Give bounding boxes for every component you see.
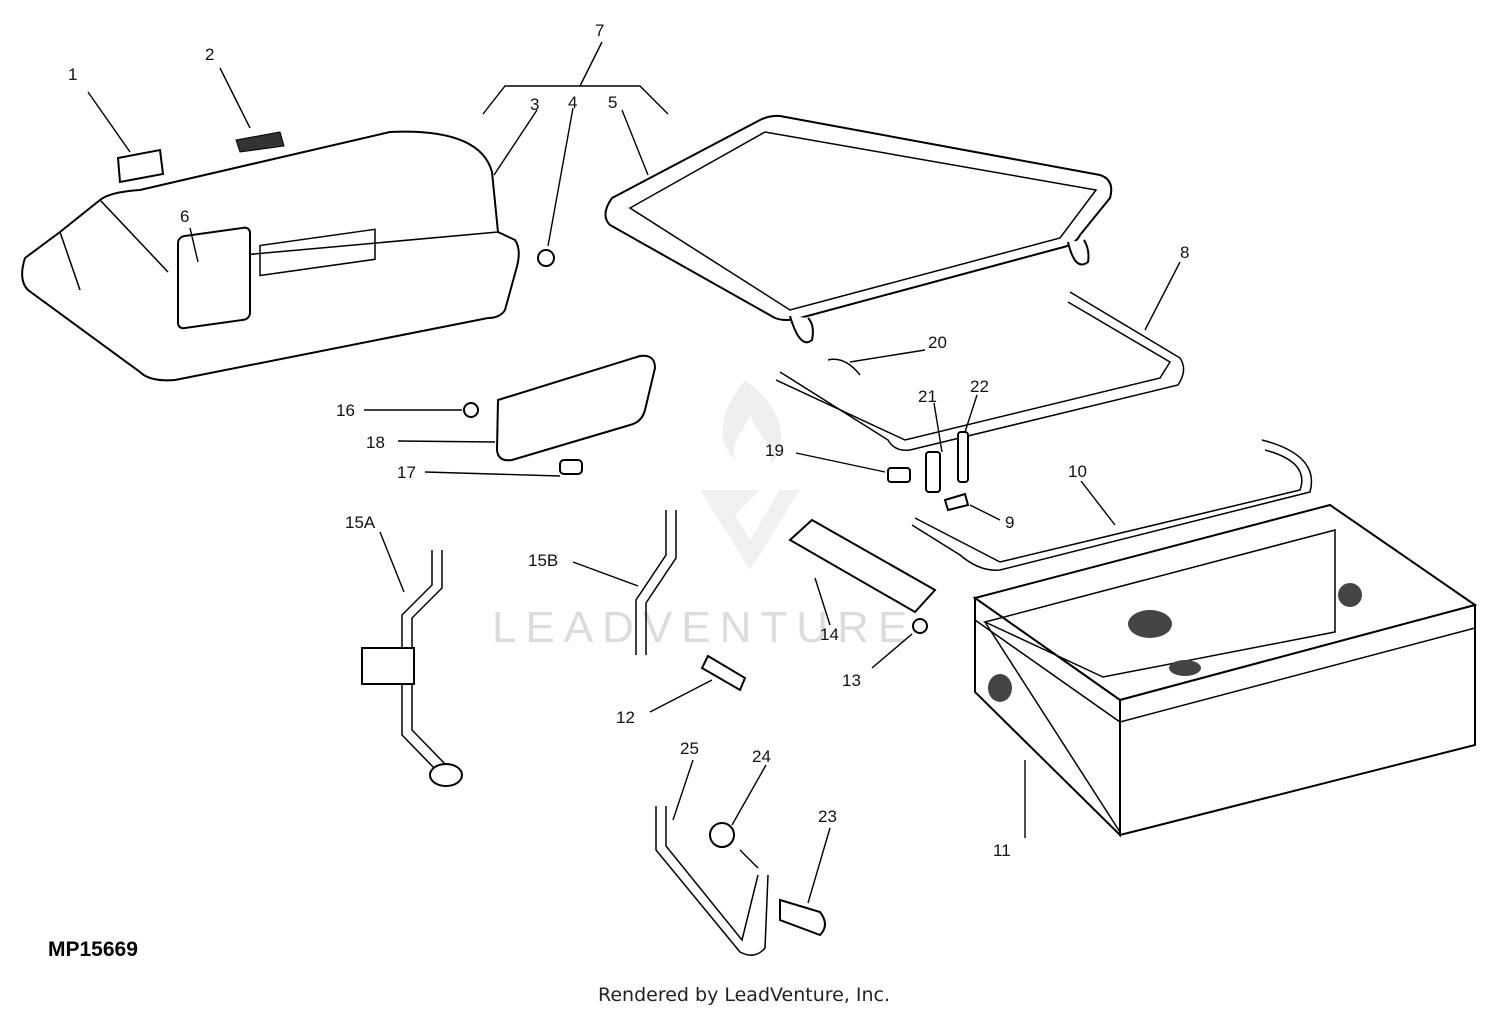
part-20-spring [827,358,861,376]
callout-3: 3 [530,95,539,114]
callout-10: 10 [1068,462,1087,481]
part-2-decal [235,131,285,153]
callout-22: 22 [970,377,989,396]
part-23-bolt [779,898,826,937]
part-21-bracket [925,451,941,493]
watermark-logo [700,380,800,570]
callout-18: 18 [366,433,385,452]
part-19-bolt [887,467,911,483]
watermark-text: LEADVENTURE [492,603,916,652]
callout-19: 19 [765,441,784,460]
callout-9: 9 [1005,513,1014,532]
part-8-rod [779,291,1185,452]
callout-14: 14 [820,625,839,644]
callout-15a: 15A [345,513,376,532]
callout-1: 1 [68,65,77,84]
callout-11: 11 [993,841,1011,860]
figure-id: MP15669 [48,938,138,961]
part-22-pin [957,431,969,483]
callout-21: 21 [918,387,937,406]
callout-13: 13 [842,671,861,690]
part-16-washer [463,402,479,418]
part-1-decal [116,148,165,184]
part-18-plate [495,354,657,462]
callout-24: 24 [752,747,771,766]
part-13-nut [912,618,928,634]
callout-6: 6 [180,207,189,226]
callout-15b: 15B [528,551,558,570]
part-14-hinge [788,518,937,614]
part-5-frame [604,114,1113,344]
part-15b-rod [635,510,667,655]
callout-23: 23 [818,807,837,826]
callout-7: 7 [595,21,604,40]
callout-12: 12 [616,708,635,727]
callout-2: 2 [205,45,214,64]
part-24-nut [709,822,735,848]
part-12-bolt [700,654,747,692]
part-17-bolt [559,459,583,475]
callout-25: 25 [680,739,699,758]
part-3-cover [21,130,520,382]
callout-5: 5 [608,93,617,112]
callout-20: 20 [928,333,947,352]
callout-17: 17 [397,463,416,482]
part-25-rod [655,806,769,956]
part-9-screw [943,492,970,512]
part-10-rod [911,439,1313,571]
callout-16: 16 [336,401,355,420]
credit-line: Rendered by LeadVenture, Inc. [598,984,890,1006]
part-4-nut [537,249,555,267]
leader-lines [87,41,1181,904]
part-11-bag [972,503,1478,838]
part-15a-handle [401,550,437,771]
callout-8: 8 [1180,243,1189,262]
callout-4: 4 [568,93,577,112]
